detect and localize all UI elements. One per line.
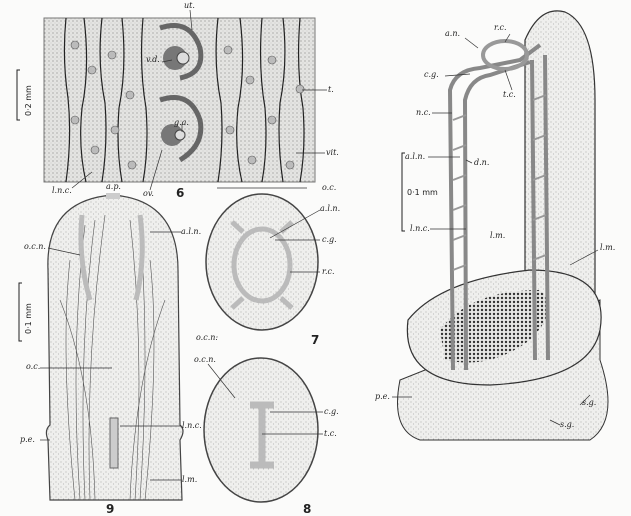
label-tc: t.c. xyxy=(324,429,337,438)
label-ocn: o.c.n: xyxy=(196,333,219,342)
figure-number-9: 9 xyxy=(106,502,115,516)
label-ocn: o.c.n. xyxy=(24,242,46,251)
label-vit: vit. xyxy=(326,148,339,157)
label-lm-2: l.m. xyxy=(600,243,616,252)
label-tc: t.c. xyxy=(503,90,516,99)
label-aln: a.l.n. xyxy=(181,227,202,236)
fig9-drawing xyxy=(18,193,184,501)
label-ga: g.a. xyxy=(174,118,189,127)
label-pe: p.e. xyxy=(20,435,35,444)
label-nc: n.c. xyxy=(416,108,431,117)
label-lm-1: l.m. xyxy=(490,231,506,240)
label-t: t. xyxy=(328,85,334,94)
label-sg-1: s.g. xyxy=(582,398,597,407)
fig10-drawing xyxy=(392,10,609,441)
label-lnc: l.n.c. xyxy=(182,421,202,430)
scale-bar-fig9: 0·1 mm xyxy=(24,303,33,334)
label-sg-2: s.g. xyxy=(560,420,575,429)
label-aln: a.l.n. xyxy=(320,204,341,213)
label-dn: d.n. xyxy=(474,158,490,167)
label-oc: o.c. xyxy=(322,183,337,192)
figure-number-6: 6 xyxy=(176,186,185,200)
fig6-drawing xyxy=(16,9,327,191)
label-rc: r.c. xyxy=(494,23,507,32)
label-cg: c.g. xyxy=(322,235,337,244)
figure-number-8: 8 xyxy=(303,502,312,516)
label-rc: r.c. xyxy=(322,267,335,276)
scale-bar-fig10: 0·1 mm xyxy=(407,188,438,197)
label-vd: v.d. xyxy=(146,55,160,64)
figure-number-7: 7 xyxy=(311,333,320,347)
label-ut: ut. xyxy=(184,1,195,10)
label-lm: l.m. xyxy=(182,475,198,484)
fig8-drawing xyxy=(203,357,323,503)
label-aln: a.l.n. xyxy=(405,152,426,161)
label-ap: a.p. xyxy=(106,182,121,191)
label-lnc: l.n.c. xyxy=(410,224,430,233)
label-oc: o.c. xyxy=(26,362,41,371)
label-pe: p.e. xyxy=(375,392,390,401)
label-an: a.n. xyxy=(445,29,461,38)
label-cg: c.g. xyxy=(424,70,439,79)
label-ocn: o.c.n. xyxy=(194,355,216,364)
fig7-drawing xyxy=(205,193,321,331)
label-lnc: l.n.c. xyxy=(52,186,72,195)
scale-bar-fig6: 0·2 mm xyxy=(24,85,33,116)
label-cg: c.g. xyxy=(324,407,339,416)
label-ov: ov. xyxy=(143,189,154,198)
